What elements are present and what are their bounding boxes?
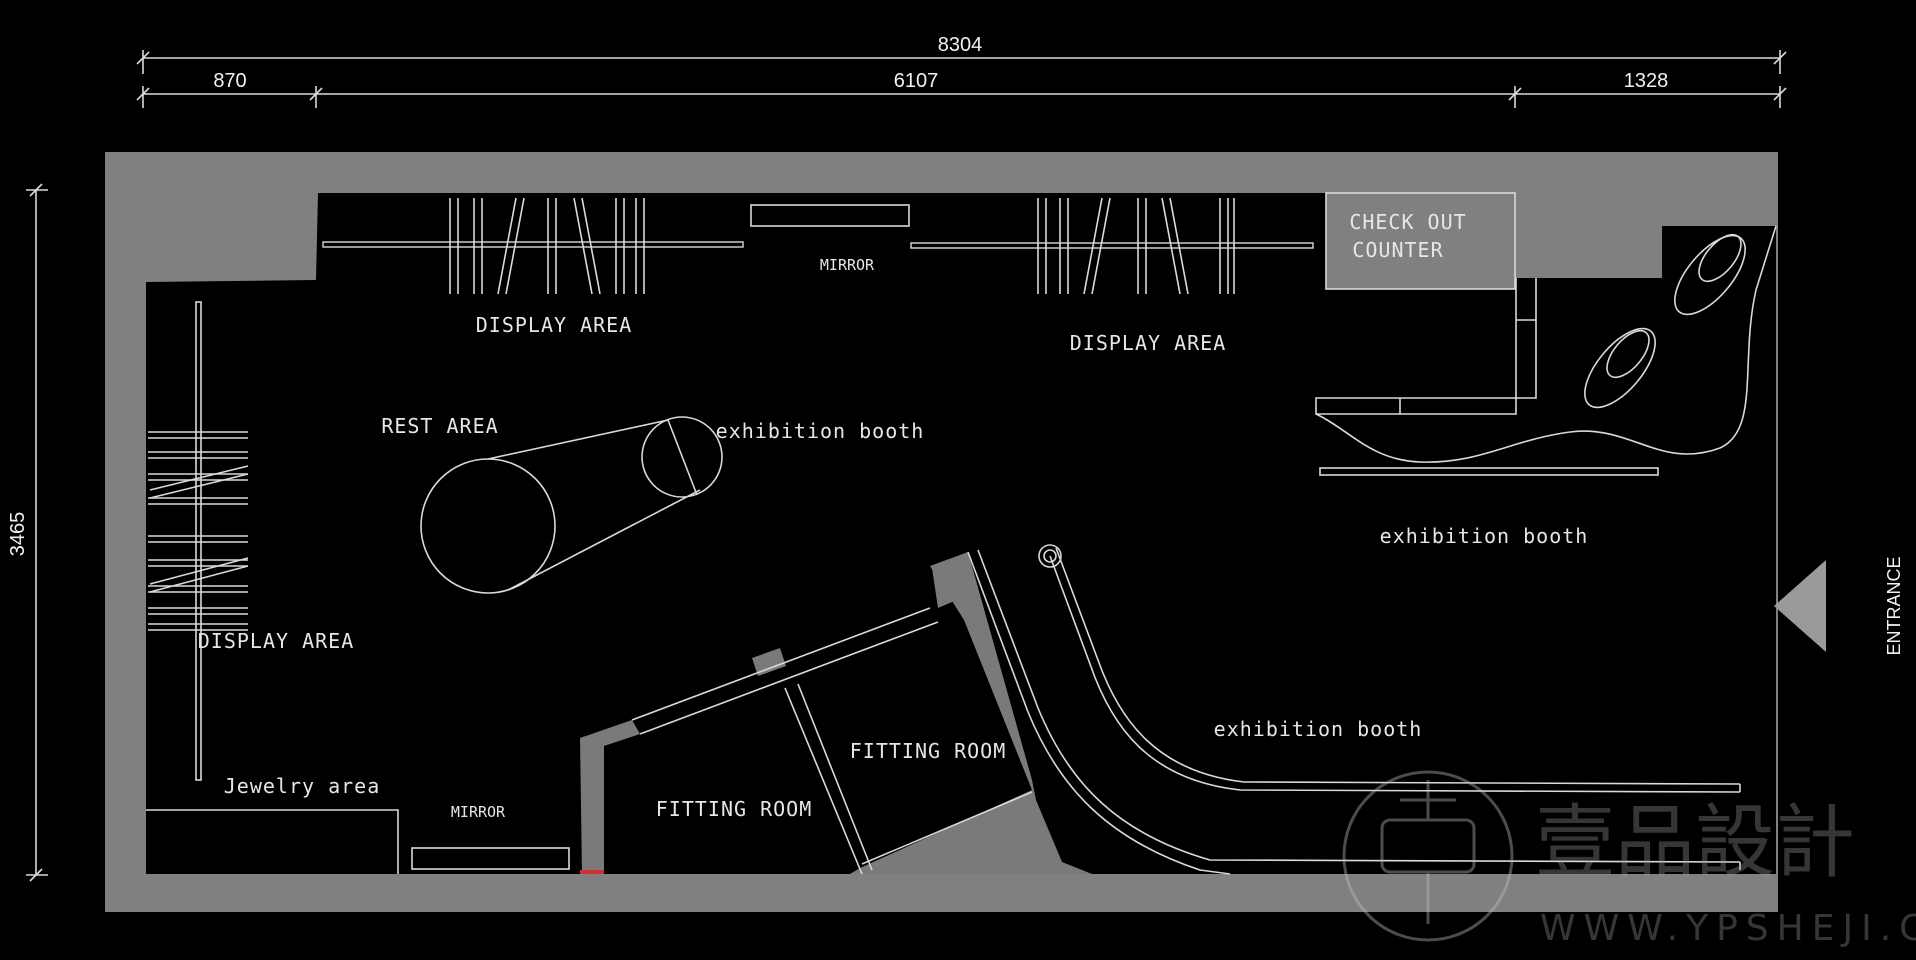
label-display-area-top-left: DISPLAY AREA <box>476 313 633 337</box>
outer-wall <box>105 152 1778 912</box>
label-display-area-top-right: DISPLAY AREA <box>1070 331 1227 355</box>
watermark-url: WWW.YPSHEJI.COM <box>1540 908 1916 949</box>
watermark-brand: 壹品設計 <box>1535 796 1855 889</box>
dim-left-segment: 870 <box>213 70 246 92</box>
label-rest-area: REST AREA <box>381 414 498 438</box>
label-fitting-room-2: FITTING ROOM <box>656 797 813 821</box>
label-fitting-room-1: FITTING ROOM <box>850 739 1007 763</box>
display-rack-top-left <box>322 197 744 295</box>
display-rack-top-right <box>910 197 1314 295</box>
label-exhibition-booth-right: exhibition booth <box>1380 524 1589 548</box>
label-checkout-line1: CHECK OUT <box>1349 210 1466 234</box>
dim-total-width: 8304 <box>938 34 983 56</box>
label-exhibition-booth-bottom: exhibition booth <box>1214 717 1423 741</box>
curved-exhibition-rail <box>967 544 1741 875</box>
display-rack-left <box>148 301 249 781</box>
chair-icon <box>1584 233 1746 409</box>
label-jewelry-area: Jewelry area <box>224 774 381 798</box>
label-mirror-top: MIRROR <box>820 256 875 274</box>
dim-right-segment: 1328 <box>1624 70 1669 92</box>
jewelry-counter <box>146 809 399 874</box>
fitting-rooms <box>580 552 1092 875</box>
checkout-counter <box>1315 192 1777 476</box>
entrance-arrow-icon <box>1774 560 1826 652</box>
label-display-area-left: DISPLAY AREA <box>198 629 355 653</box>
label-exhibition-booth-center: exhibition booth <box>716 419 925 443</box>
entrance-label: ENTRANCE <box>1884 556 1904 655</box>
mirror-bottom <box>411 847 570 870</box>
label-checkout-line2: COUNTER <box>1352 238 1443 262</box>
mirror-top <box>750 204 910 227</box>
exhibition-booth-table <box>420 416 723 594</box>
label-mirror-bottom: MIRROR <box>451 803 506 821</box>
watermark-logo <box>1342 770 1514 942</box>
dim-middle-segment: 6107 <box>894 70 939 92</box>
dimension-lines <box>26 50 1787 882</box>
dim-height: 3465 <box>7 512 29 557</box>
